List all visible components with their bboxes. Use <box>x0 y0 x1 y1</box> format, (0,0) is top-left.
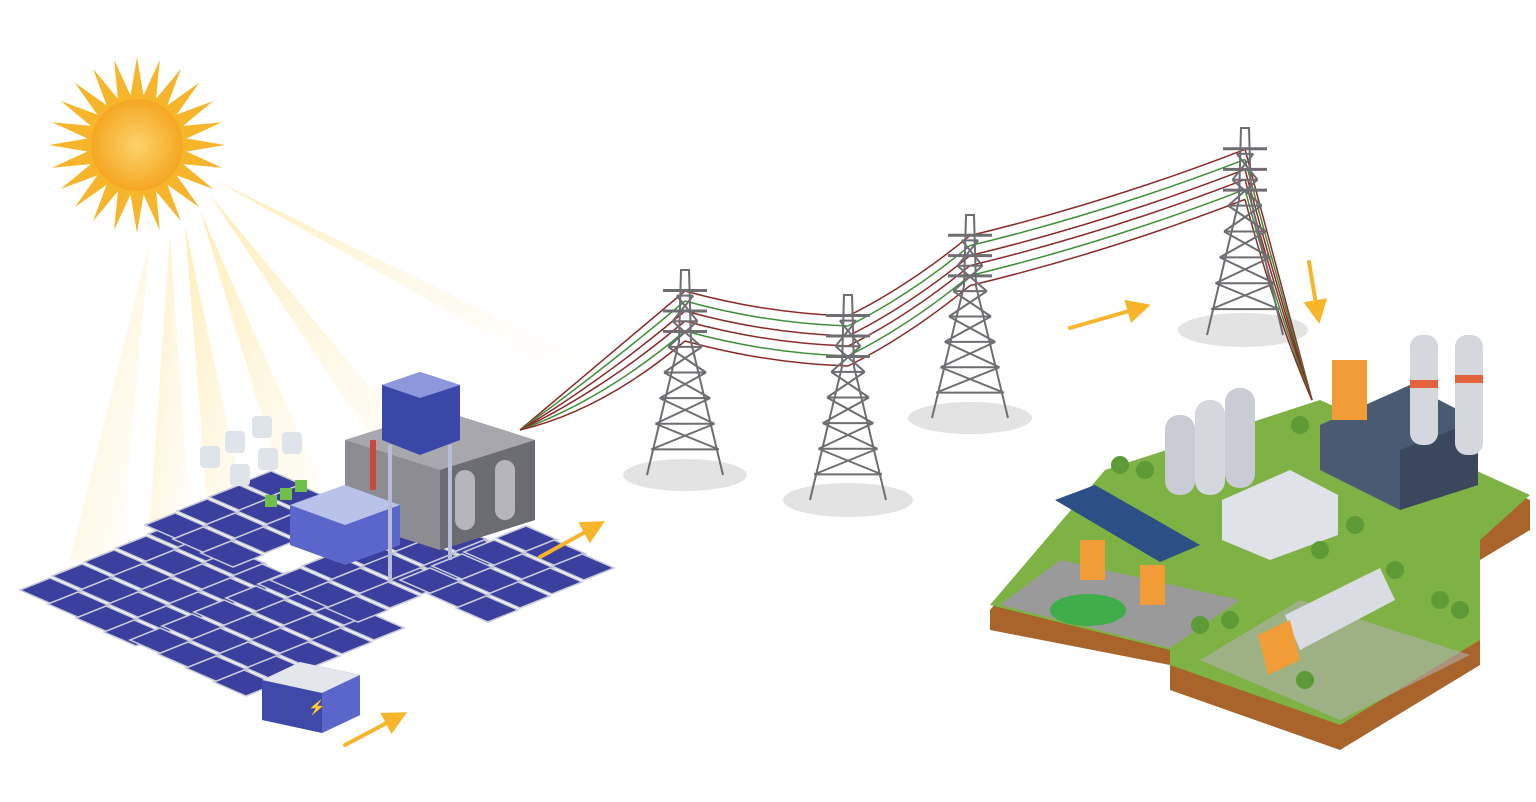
tank <box>200 446 220 468</box>
sun-ray <box>200 210 355 560</box>
power-line <box>684 340 849 367</box>
power-line <box>969 158 1246 247</box>
power-line <box>519 300 686 431</box>
trees <box>1111 416 1469 689</box>
sun-core <box>91 99 183 191</box>
power-line <box>1244 159 1313 401</box>
consumer-island <box>990 335 1530 750</box>
tree <box>1451 601 1469 619</box>
storage-tanks <box>200 416 307 507</box>
tree <box>1136 461 1154 479</box>
transmission-tower <box>931 214 1009 419</box>
battery <box>280 488 292 500</box>
battery <box>295 480 307 492</box>
tree <box>1386 561 1404 579</box>
inverter-container: ⚡ <box>262 662 360 733</box>
tank <box>252 416 272 438</box>
tree <box>1111 456 1129 474</box>
power-line <box>684 320 849 347</box>
power-lines <box>519 148 1313 431</box>
solar-panel <box>199 540 265 568</box>
power-line <box>519 340 686 431</box>
power-line <box>684 290 849 317</box>
solar-panel <box>486 581 552 609</box>
solar-panel <box>356 581 422 609</box>
car <box>1050 594 1126 626</box>
flow-arrow-3 <box>1068 299 1151 330</box>
flow-arrows <box>343 260 1328 747</box>
tank <box>230 464 250 486</box>
flow-arrow-4 <box>1303 260 1328 324</box>
substation <box>290 372 535 580</box>
power-line <box>519 290 686 431</box>
tank <box>258 448 278 470</box>
power-line <box>847 255 971 337</box>
power-line <box>847 285 971 367</box>
tank <box>282 432 302 454</box>
tree <box>1221 611 1239 629</box>
sun-ray <box>215 180 585 360</box>
power-line <box>969 188 1246 277</box>
power-line <box>969 148 1246 237</box>
lightning-icon: ⚡ <box>308 699 325 716</box>
power-line <box>1244 189 1313 401</box>
solar-panel <box>550 553 616 581</box>
solar-panel <box>454 595 520 623</box>
transmission-tower <box>809 294 887 501</box>
sun-ray <box>145 235 195 590</box>
solar-panel <box>308 627 374 655</box>
transmission-tower <box>1206 127 1284 336</box>
tree <box>1311 541 1329 559</box>
power-line <box>519 330 686 431</box>
power-line <box>519 310 686 431</box>
sunlight-rays <box>70 180 585 600</box>
tree <box>1191 616 1209 634</box>
tree <box>1346 516 1364 534</box>
tree <box>1296 671 1314 689</box>
power-line <box>684 300 849 327</box>
tree <box>1431 591 1449 609</box>
sun-ray <box>70 240 150 560</box>
power-line <box>847 235 971 317</box>
power-line <box>519 320 686 431</box>
flow-arrow-2 <box>538 521 606 559</box>
sun-icon <box>49 57 225 233</box>
transmission-tower <box>646 269 724 476</box>
battery <box>265 495 277 507</box>
solar-panel <box>518 567 584 595</box>
tree <box>1291 416 1309 434</box>
flow-arrow-1 <box>343 712 408 747</box>
tank <box>225 431 245 453</box>
transmission-towers <box>646 127 1284 501</box>
power-line <box>969 168 1246 257</box>
power-line <box>969 178 1246 267</box>
power-line <box>847 275 971 357</box>
power-line <box>969 198 1246 287</box>
solar-panel <box>324 595 390 623</box>
